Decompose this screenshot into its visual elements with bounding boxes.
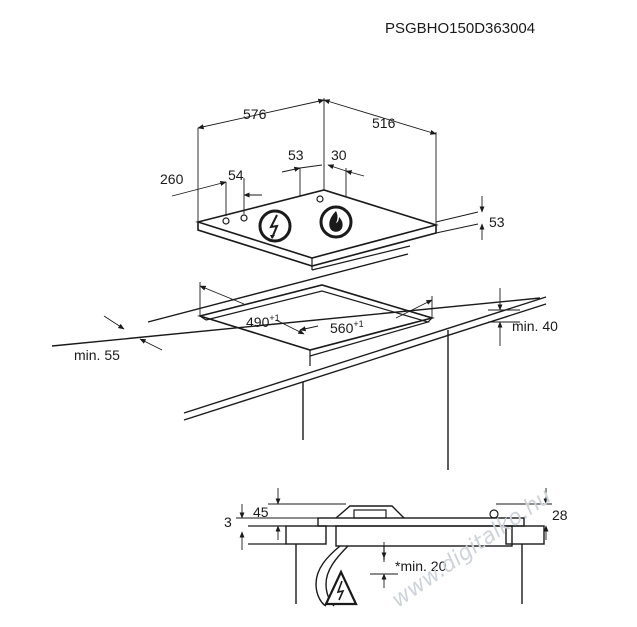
dim-hob-width: 576	[243, 106, 267, 122]
dim-hob-height: 53	[489, 214, 505, 230]
dim-section-3: 3	[224, 514, 232, 530]
dim-min-back: min. 40	[512, 318, 558, 334]
electric-hazard-icon	[324, 569, 358, 606]
dim-cutout-width: 490+1	[246, 313, 280, 330]
worktop-cutout: 490+1 560+1 min. 55 min. 40	[51, 253, 558, 470]
gas-flame-icon	[319, 205, 353, 239]
watermark: www.digitalko.hu	[387, 484, 556, 613]
dim-offset-knob: 54	[228, 167, 244, 183]
product-code: PSGBHO150D363004	[385, 20, 535, 37]
dim-section-28: 28	[552, 507, 568, 523]
hob-top: 576 516 53 30 260 54 53	[160, 98, 505, 271]
dim-cutout-depth: 560+1	[330, 319, 364, 336]
section-view: 3 45 28 *min. 20	[224, 488, 568, 607]
dim-offset-a: 53	[288, 147, 304, 163]
dim-min-below: *min. 20	[395, 558, 447, 574]
dim-hob-depth: 516	[372, 115, 396, 131]
dim-section-45: 45	[253, 504, 269, 520]
electric-hazard-icon	[258, 209, 292, 243]
dim-offset-left: 260	[160, 171, 184, 187]
dim-min-front: min. 55	[74, 347, 120, 363]
dim-offset-b: 30	[331, 147, 347, 163]
